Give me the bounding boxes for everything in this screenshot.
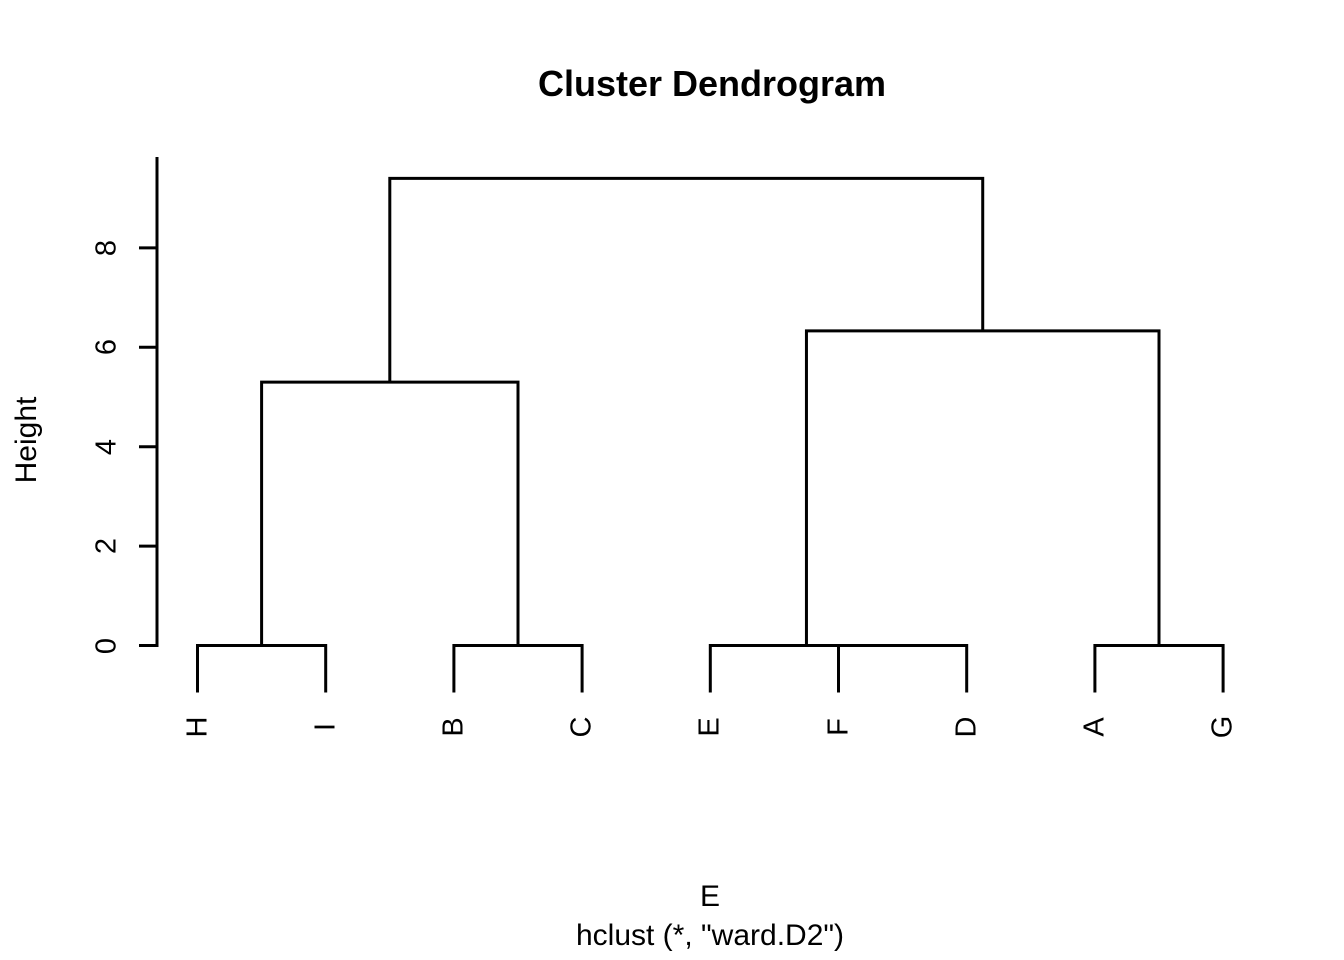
chart-title: Cluster Dendrogram [537, 63, 887, 104]
y-axis-label: Height [10, 396, 43, 484]
dendrogram-segment [837, 644, 969, 693]
y-tick-label-6: 6 [90, 339, 123, 356]
leaf-label-G: G [1206, 715, 1239, 739]
leaf-label-H: H [181, 716, 213, 738]
dendrogram-segment [260, 380, 520, 646]
hclust-caption: hclust (*, "ward.D2") [575, 919, 845, 952]
leaf-label-C: C [565, 716, 598, 738]
dendrogram-segment [708, 644, 903, 693]
leaf-label-B: B [437, 717, 470, 737]
x-axis-label: E [699, 880, 721, 913]
y-tick-label-8: 8 [90, 239, 123, 256]
dendrogram-segment [1093, 644, 1225, 693]
y-tick-label-2: 2 [90, 538, 123, 555]
dendrogram-segment [804, 329, 1161, 646]
y-tick-label-4: 4 [90, 438, 123, 455]
leaf-label-F: F [822, 718, 854, 736]
dendrogram-segment [388, 176, 985, 383]
y-tick-label-0: 0 [90, 637, 123, 654]
leaf-label-D: D [950, 716, 983, 738]
leaf-label-A: A [1078, 717, 1111, 737]
dendrogram-segment [196, 644, 328, 693]
leaf-label-E: E [693, 717, 726, 737]
dendrogram-segment [452, 644, 584, 693]
leaf-label-I: I [309, 722, 342, 732]
